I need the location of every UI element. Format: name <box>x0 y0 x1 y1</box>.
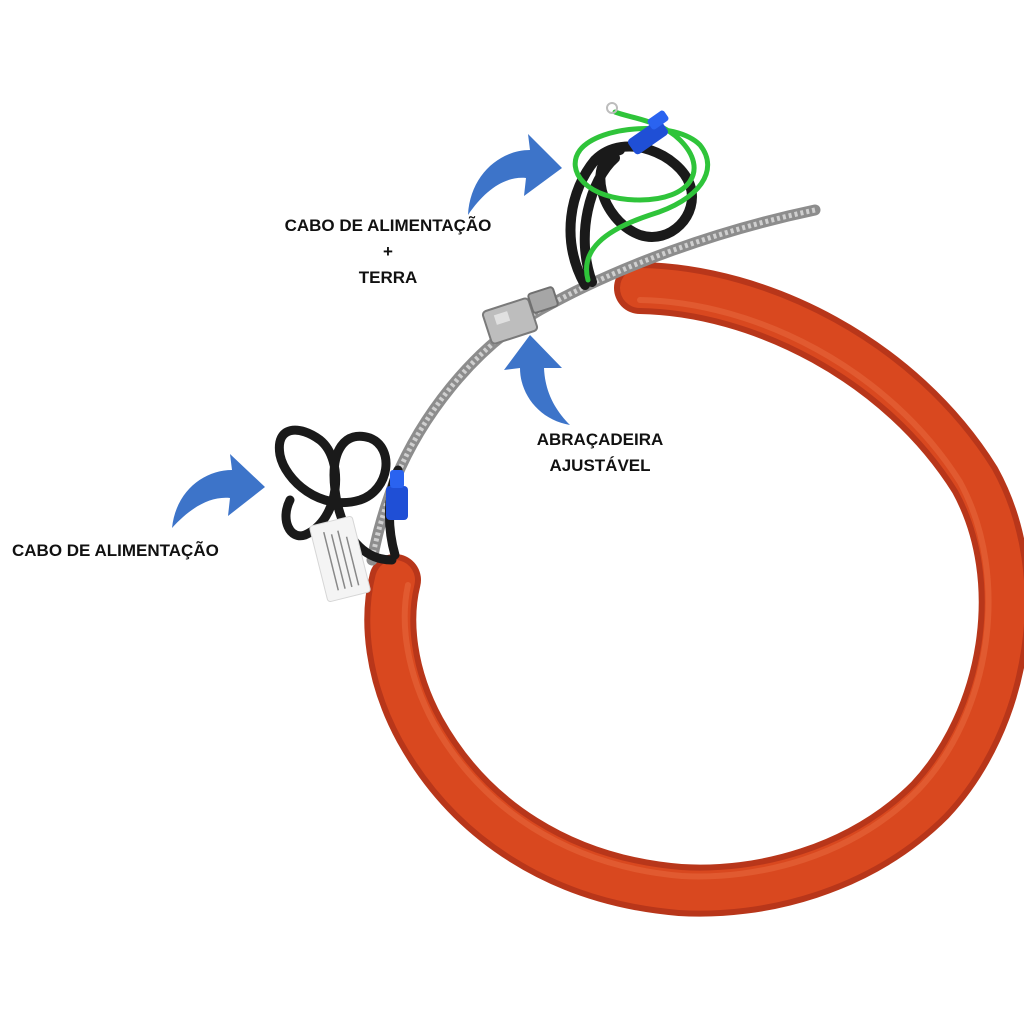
label-adjustable-clamp: ABRAÇADEIRA AJUSTÁVEL <box>520 427 680 479</box>
curved-arrow-icon <box>504 335 570 425</box>
power-cable <box>274 425 408 603</box>
label-line: TERRA <box>358 268 418 287</box>
label-line: ABRAÇADEIRA <box>536 430 664 449</box>
adjustable-clamp <box>366 204 821 566</box>
blue-terminal-icon <box>628 110 669 155</box>
label-line: AJUSTÁVEL <box>549 456 651 475</box>
label-line: CABO DE ALIMENTAÇÃO <box>12 541 219 560</box>
curved-arrow-icon <box>468 134 562 215</box>
blue-terminal-icon <box>386 470 408 520</box>
label-line: CABO DE ALIMENTAÇÃO <box>284 216 492 235</box>
curved-arrow-icon <box>172 454 265 528</box>
label-line: + <box>383 242 393 261</box>
label-power-cable: CABO DE ALIMENTAÇÃO <box>12 538 252 564</box>
silicone-heater-band <box>364 262 1024 917</box>
label-power-and-ground: CABO DE ALIMENTAÇÃO + TERRA <box>268 213 508 291</box>
power-and-ground-cable <box>565 102 711 290</box>
